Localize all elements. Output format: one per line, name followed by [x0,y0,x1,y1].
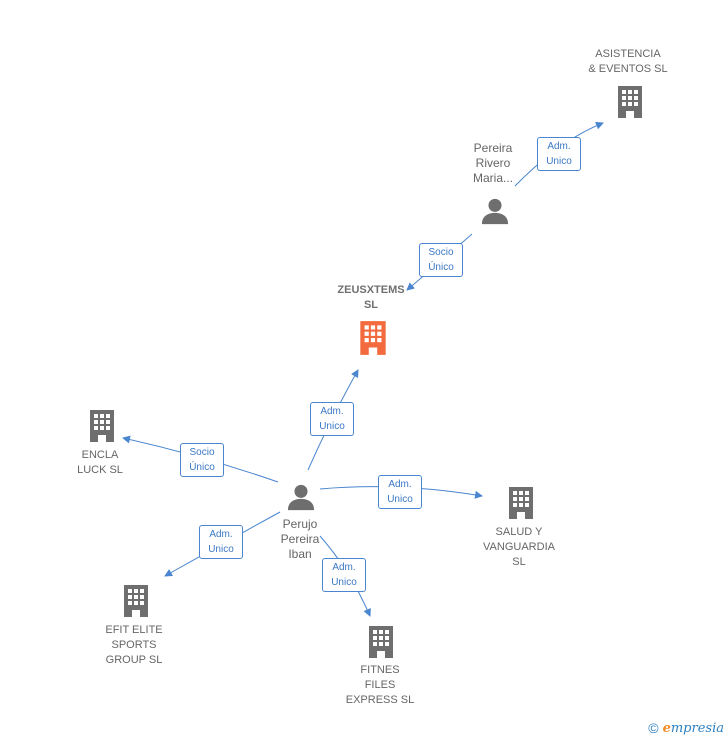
perujo-person-icon[interactable] [287,484,315,511]
edge-label-pereira-zeusxtems[interactable]: Socio Único [419,243,463,277]
edge-label-perujo-zeusxtems[interactable]: Adm. Unico [310,402,354,436]
footer-brand: © empresia [648,720,724,736]
brand-initial: e [662,721,671,736]
efit-building-icon[interactable] [124,585,148,617]
brand-name: mpresia [670,721,724,736]
edge-label-perujo-encla[interactable]: Socio Único [180,443,224,477]
edge-label-pereira-asistencia[interactable]: Adm. Unico [537,137,581,171]
edge-label-perujo-salud[interactable]: Adm. Unico [378,475,422,509]
pereira-rivero-person-icon[interactable] [481,198,509,225]
perujo-label[interactable]: Perujo Pereira Iban [280,517,320,561]
efit-label[interactable]: EFIT ELITE SPORTS GROUP SL [105,624,163,666]
salud-label[interactable]: SALUD Y VANGUARDIA SL [483,526,555,568]
asistencia-building-icon[interactable] [618,86,642,118]
salud-building-icon[interactable] [509,487,533,519]
edge-label-perujo-efit[interactable]: Adm. Unico [199,525,243,559]
encla-label[interactable]: ENCLA LUCK SL [77,449,123,476]
zeusxtems-building-icon[interactable] [360,321,386,355]
fitnes-label[interactable]: FITNES FILES EXPRESS SL [345,664,415,706]
zeusxtems-label[interactable]: ZEUSXTEMS SL [337,284,405,311]
pereira-rivero-label[interactable]: Pereira Rivero Maria... [472,141,514,185]
copyright-symbol: © [648,720,659,736]
asistencia-label[interactable]: ASISTENCIA & EVENTOS SL [588,48,668,75]
brand-logo[interactable]: empresia [663,720,724,736]
edge-label-perujo-fitnes[interactable]: Adm. Unico [322,558,366,592]
encla-building-icon[interactable] [90,410,114,442]
fitnes-building-icon[interactable] [369,626,393,658]
